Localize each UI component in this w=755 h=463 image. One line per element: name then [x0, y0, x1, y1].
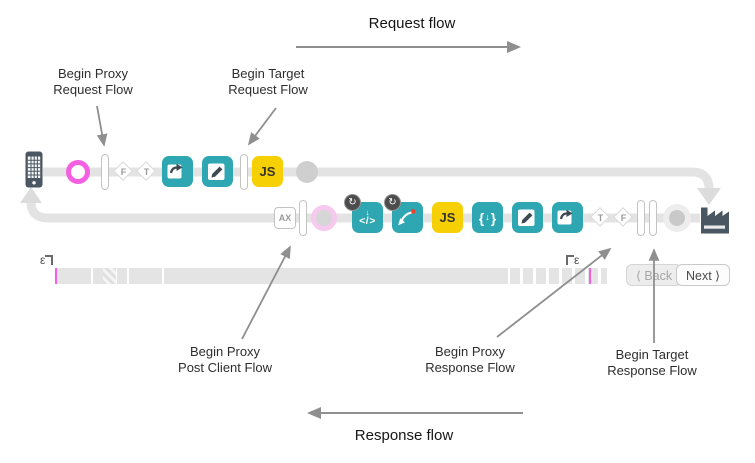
response-flow-up-arrow-icon — [20, 187, 42, 203]
condition-letter: T — [597, 212, 604, 223]
response-flow-title: Response flow — [354, 427, 454, 444]
epsilon-glyph: ε — [574, 253, 580, 267]
raise-fault-policy-icon[interactable]: ↻ — [384, 194, 423, 233]
begin-proxy-response-flow-label: Begin Proxy Response Flow — [425, 344, 515, 375]
down-arrow-icon: ↓ — [485, 212, 490, 222]
condition-diamond-false[interactable]: F — [113, 161, 134, 182]
bracket-corner-icon — [566, 255, 574, 265]
extract-variables-policy-icon[interactable]: ↓ </> ↻ — [344, 194, 383, 233]
begin-target-response-flow-label: Begin Target Response Flow — [607, 347, 697, 378]
route-error-icon — [398, 209, 416, 226]
client-phone-icon[interactable] — [25, 151, 43, 188]
condition-diamond-true[interactable]: T — [136, 161, 157, 182]
target-response-circle[interactable] — [663, 204, 691, 232]
begin-proxy-request-flow-label: Begin Proxy Request Flow — [53, 66, 133, 97]
begin-proxy-request-flow-bar[interactable] — [101, 154, 109, 190]
condition-letter: T — [143, 166, 150, 177]
timeline-segment — [117, 268, 127, 284]
condition-letter: F — [120, 166, 127, 177]
analytics-step[interactable]: AX — [274, 207, 296, 229]
timeline-segment — [129, 268, 162, 284]
target-server-factory-icon[interactable] — [698, 204, 732, 234]
begin-target-request-flow-label: Begin Target Request Flow — [228, 66, 308, 97]
retry-badge-icon: ↻ — [344, 194, 361, 211]
request-flow-down-arrow-icon — [697, 188, 721, 205]
pencil-icon — [518, 209, 535, 226]
begin-target-request-flow-bar[interactable] — [240, 154, 248, 190]
next-button[interactable]: Next ⟩ — [676, 264, 731, 286]
begin-proxy-response-flow-bar[interactable] — [637, 200, 645, 236]
begin-proxy-post-client-flow-label: Begin Proxy Post Client Flow — [178, 344, 272, 375]
braces-down-glyph: { ↓ } — [479, 211, 496, 225]
code-icon: </> — [359, 214, 376, 227]
timeline-start-marker — [55, 268, 57, 284]
retry-badge-icon: ↻ — [384, 194, 401, 211]
callout-policy-icon[interactable] — [552, 202, 583, 233]
request-flow-title: Request flow — [368, 15, 456, 32]
epsilon-glyph: ε — [40, 253, 46, 267]
note-arrow-icon — [167, 163, 183, 179]
json-payload-policy-icon[interactable]: { ↓ } — [472, 202, 503, 233]
timeline-segment-hatched — [103, 268, 116, 284]
code-down-glyph: ↓ </> — [359, 207, 376, 227]
callout-policy-icon[interactable] — [162, 156, 193, 187]
javascript-policy-icon[interactable]: JS — [432, 202, 463, 233]
request-received-circle[interactable] — [66, 160, 90, 184]
down-arrow-icon: ↓ — [365, 207, 370, 217]
pencil-icon — [208, 163, 225, 180]
condition-letter: F — [620, 212, 627, 223]
bracket-corner-icon — [45, 255, 54, 265]
timeline-epsilon-right: ε — [566, 254, 579, 266]
timeline-epsilon-left: ε — [40, 253, 54, 267]
condition-diamond-false[interactable]: F — [613, 207, 634, 228]
brace-left-icon: { — [478, 209, 485, 226]
javascript-policy-icon[interactable]: JS — [252, 156, 283, 187]
begin-target-response-flow-bar[interactable] — [649, 200, 657, 236]
request-sent-circle[interactable] — [296, 161, 318, 183]
circle-core — [669, 210, 685, 226]
response-complete-circle[interactable] — [311, 205, 337, 231]
condition-diamond-true[interactable]: T — [590, 207, 611, 228]
timeline-segment — [93, 268, 103, 284]
assign-message-policy-icon[interactable] — [202, 156, 233, 187]
begin-proxy-post-client-flow-bar[interactable] — [299, 200, 307, 236]
timeline-segment — [57, 268, 91, 284]
note-arrow-icon — [557, 209, 573, 225]
assign-message-policy-icon[interactable] — [512, 202, 543, 233]
brace-right-icon: } — [490, 209, 497, 226]
